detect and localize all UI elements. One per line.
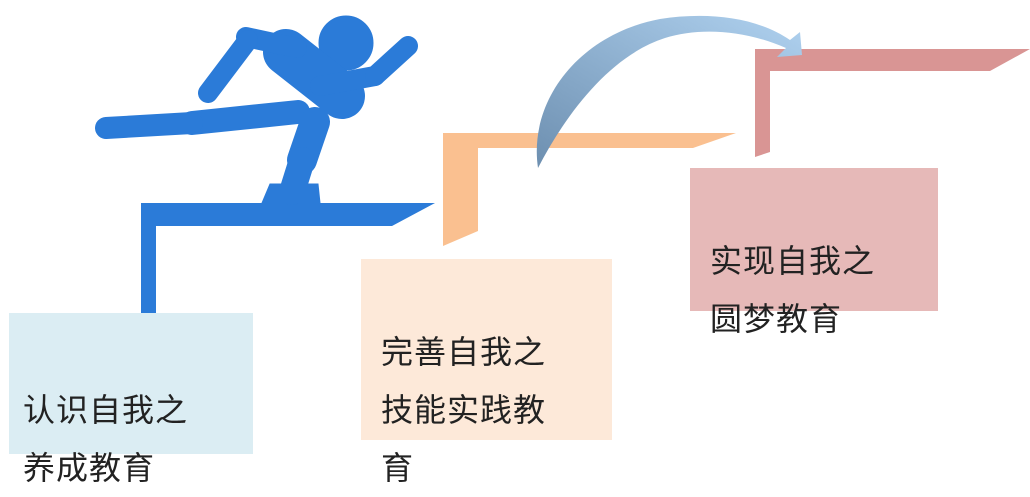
step-box-1: 认识自我之 养成教育 (9, 313, 253, 487)
stair-step-2 (443, 133, 736, 246)
growth-stairs-diagram: 认识自我之 养成教育 完善自我之 技能实践教 育 实现自我之 圆梦教育 (9, 15, 1030, 487)
runner-icon (95, 15, 418, 205)
step-label-2: 完善自我之 技能实践教 育 (381, 333, 547, 487)
step-box-3: 实现自我之 圆梦教育 (690, 168, 938, 338)
stair-step-3 (755, 49, 1030, 157)
step-box-2: 完善自我之 技能实践教 育 (361, 259, 612, 487)
step-label-1: 认识自我之 养成教育 (23, 391, 189, 487)
stairs-artwork (95, 15, 1030, 317)
stair-step-1 (141, 203, 435, 317)
curved-arrow-icon (536, 15, 802, 169)
step-label-3: 实现自我之 圆梦教育 (710, 242, 876, 338)
